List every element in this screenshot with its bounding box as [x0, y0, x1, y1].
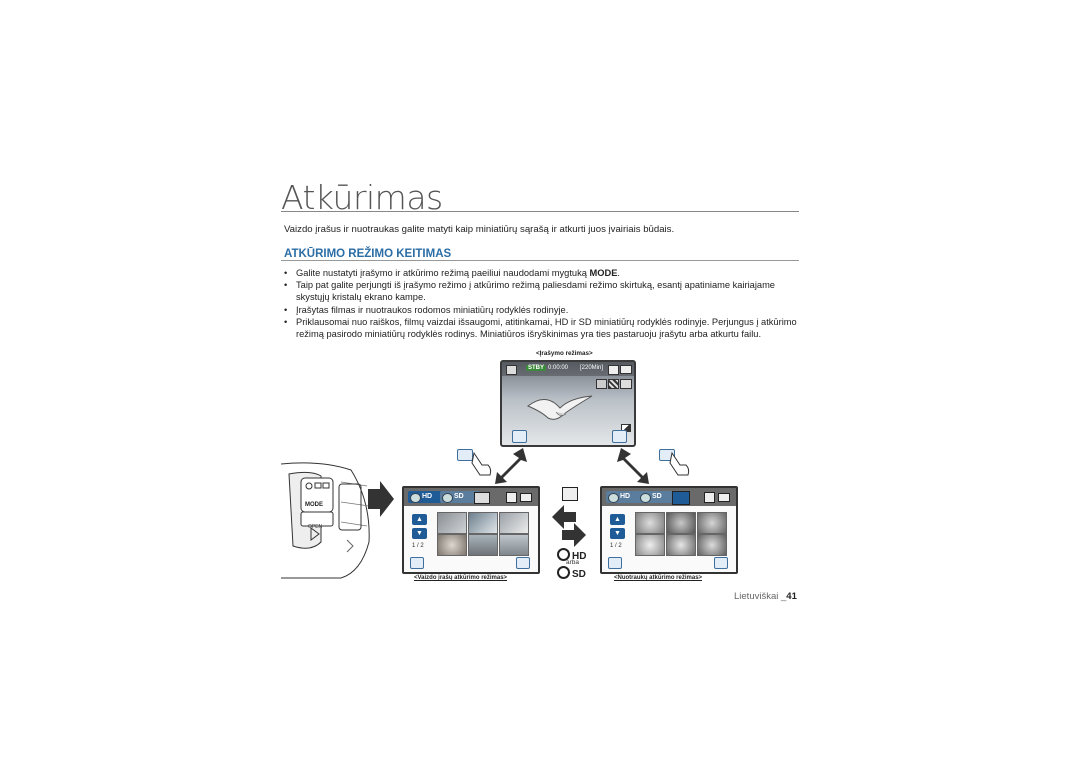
- seagull-icon: [527, 395, 593, 420]
- mode-tab-button[interactable]: [608, 557, 622, 569]
- mode-keyword: MODE: [589, 268, 618, 278]
- switch-arrow-icon: [495, 448, 527, 484]
- battery-icon: [620, 365, 632, 374]
- scroll-down-button[interactable]: ▼: [412, 528, 427, 539]
- menu-button[interactable]: [714, 557, 728, 569]
- tab-sd[interactable]: SD: [638, 491, 678, 503]
- thumbnail[interactable]: [499, 512, 529, 534]
- page-indicator: 1 / 2: [610, 543, 622, 549]
- thumbnail[interactable]: [635, 534, 665, 556]
- thumbnail[interactable]: [468, 534, 498, 556]
- page-indicator: 1 / 2: [412, 543, 424, 549]
- camera-icon: [506, 365, 517, 375]
- menu-button[interactable]: [516, 557, 530, 569]
- video-tab-icon: [457, 449, 473, 461]
- video-playback-caption: <Vaizdo įrašų atkūrimo režimas>: [414, 575, 508, 581]
- switch-arrow-icon: [617, 448, 649, 484]
- photo-mode-icon: [562, 487, 578, 501]
- bullet-text: Priklausomai nuo raiškos, filmų vaizdai …: [296, 317, 797, 339]
- title-rule: [281, 211, 799, 212]
- bullet-item: •Priklausomai nuo raiškos, filmų vaizdai…: [284, 317, 804, 353]
- hand-touch-icon: [669, 451, 690, 476]
- video-playback-screen: HD SD ▲ ▼ 1 / 2: [402, 486, 540, 574]
- battery-icon: [718, 493, 730, 502]
- recording-mode-screen: STBY 0:00:00 [220Min]: [500, 360, 636, 447]
- storage-icon: [608, 365, 619, 375]
- photo-playback-screen: HD SD ▲ ▼ 1 / 2: [600, 486, 738, 574]
- bullet-text-end: .: [617, 268, 620, 278]
- thumbnail[interactable]: [468, 512, 498, 534]
- resolution-icon: [608, 379, 619, 389]
- disc-icon: [557, 548, 570, 561]
- open-label: OPEN: [308, 524, 323, 530]
- storage-icon: [506, 492, 517, 503]
- photo-playback-caption: <Nuotraukų atkūrimo režimas>: [614, 575, 703, 581]
- thumbnail[interactable]: [666, 512, 696, 534]
- quality-icon: [596, 379, 607, 389]
- tab-hd[interactable]: HD: [606, 491, 646, 503]
- standby-indicator: STBY: [526, 365, 547, 371]
- section-heading: ATKŪRIMO REŽIMO KEITIMAS: [284, 248, 452, 260]
- bullet-item: •Įrašytas filmas ir nuotraukos rodomos m…: [284, 305, 804, 317]
- hd-icon: [620, 379, 632, 389]
- mode-tab-button[interactable]: [410, 557, 424, 569]
- bullet-text: Taip pat galite perjungti iš įrašymo rež…: [296, 280, 775, 302]
- switch-arrow-icon: [552, 505, 586, 547]
- section-rule: [281, 260, 799, 261]
- scroll-up-button[interactable]: ▲: [610, 514, 625, 525]
- menu-button[interactable]: [612, 430, 627, 443]
- thumbnail[interactable]: [635, 512, 665, 534]
- footer-language: Lietuviškai _: [734, 591, 787, 602]
- bullet-item: •Taip pat galite perjungti iš įrašymo re…: [284, 280, 804, 304]
- hd-badge: HD: [557, 548, 586, 562]
- intro-text: Vaizdo įrašus ir nuotraukas galite matyt…: [284, 224, 675, 235]
- scroll-up-button[interactable]: ▲: [412, 514, 427, 525]
- bullet-text: Galite nustatyti įrašymo ir atkūrimo rež…: [296, 268, 590, 278]
- recording-mode-caption: <Įrašymo režimas>: [536, 350, 593, 357]
- playback-tab-button[interactable]: [512, 430, 527, 443]
- thumbnail[interactable]: [437, 512, 467, 534]
- photo-tab-icon[interactable]: [672, 491, 690, 505]
- battery-icon: [520, 493, 532, 502]
- time-counter: 0:00:00: [548, 365, 569, 371]
- thumbnail[interactable]: [666, 534, 696, 556]
- tab-sd[interactable]: SD: [440, 491, 480, 503]
- remaining-time: [220Min]: [580, 365, 604, 371]
- thumbnail[interactable]: [499, 534, 529, 556]
- page-title: Atkūrimas: [281, 178, 443, 217]
- bullet-text: Įrašytas filmas ir nuotraukos rodomos mi…: [296, 305, 569, 315]
- page-number: 41: [786, 591, 797, 602]
- thumbnail[interactable]: [697, 512, 727, 534]
- thumbnail[interactable]: [437, 534, 467, 556]
- camcorder-illustration: [281, 462, 370, 579]
- mode-button-label: MODE: [305, 502, 323, 508]
- right-arrow-icon: [368, 481, 394, 517]
- photo-tab-icon[interactable]: [474, 492, 490, 504]
- tab-hd[interactable]: HD: [408, 491, 448, 503]
- storage-icon: [704, 492, 715, 503]
- scroll-down-button[interactable]: ▼: [610, 528, 625, 539]
- hand-touch-icon: [471, 451, 492, 476]
- page-footer: Lietuviškai _41: [734, 591, 797, 602]
- or-label: arba: [566, 559, 580, 566]
- disc-icon: [557, 566, 570, 579]
- bullet-item: • Galite nustatyti įrašymo ir atkūrimo r…: [284, 268, 620, 278]
- thumbnail[interactable]: [697, 534, 727, 556]
- sd-badge: SD: [557, 566, 586, 580]
